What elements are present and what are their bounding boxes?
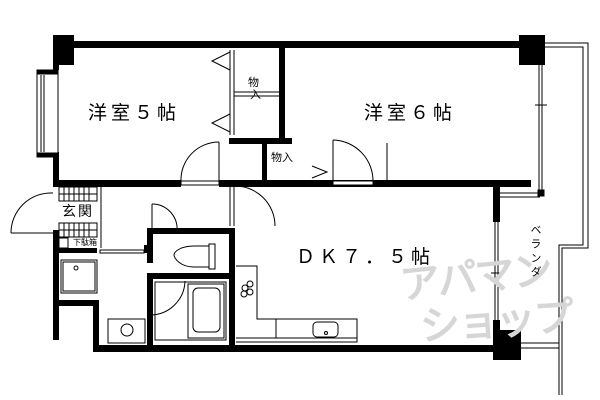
- watermark-line-2: ショップ: [418, 293, 574, 351]
- shoe-box-label: 下駄箱: [73, 238, 97, 247]
- doors: [10, 50, 388, 316]
- room-label-dk: ＤＫ７．５帖: [296, 246, 435, 268]
- closet-1-label-bottom: 入: [250, 88, 261, 101]
- room-label-western-5: 洋室５帖: [88, 102, 181, 124]
- entrance-label: 玄関: [62, 204, 94, 220]
- veranda-outline: [521, 42, 589, 395]
- fixtures: [60, 243, 358, 344]
- closet-1-label-top: 物: [248, 76, 259, 89]
- walls: [53, 35, 545, 360]
- entrance-tiles: [58, 186, 102, 249]
- windows: [36, 65, 547, 320]
- veranda-label: ベランダ: [529, 224, 542, 280]
- room-label-western-6: 洋室６帖: [364, 102, 457, 124]
- closet-2-label: 物入: [271, 151, 293, 164]
